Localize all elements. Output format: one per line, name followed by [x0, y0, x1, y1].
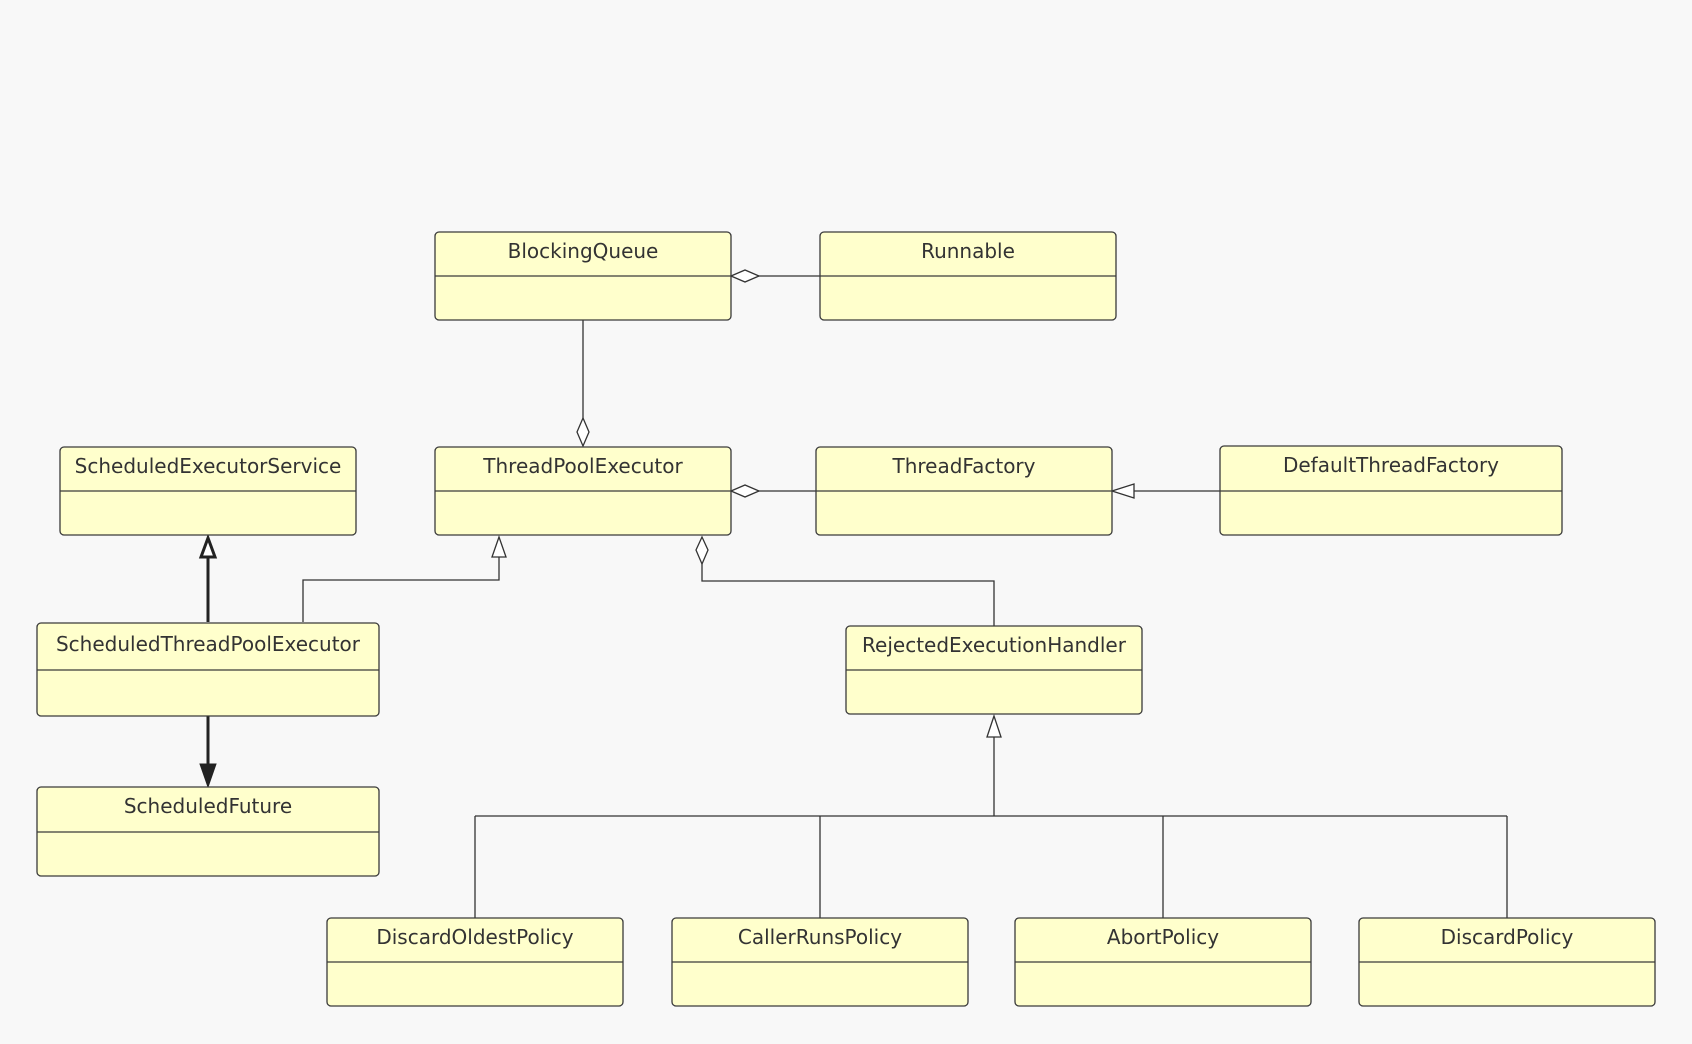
class-default-thread-factory[interactable]: DefaultThreadFactory	[1219, 445, 1563, 536]
edge-policies-rejectedexecutionhandler[interactable]	[474, 713, 1508, 918]
class-caller-runs-policy[interactable]: CallerRunsPolicy	[671, 917, 969, 1007]
class-name-label: ThreadPoolExecutor	[482, 454, 683, 478]
edge-scheduledthreadpoolexecutor-threadpoolexecutor[interactable]	[302, 535, 507, 622]
edge-scheduledthreadpoolexecutor-scheduledexecutorservice[interactable]	[198, 533, 218, 622]
arrow-head	[199, 763, 217, 789]
class-name-label: DefaultThreadFactory	[1283, 453, 1499, 477]
class-name-label: ScheduledFuture	[124, 794, 292, 818]
edge-runnable-blockingqueue[interactable]	[729, 269, 820, 283]
realization-triangle	[198, 533, 218, 559]
edge-threadfactory-threadpoolexecutor[interactable]	[729, 484, 816, 498]
edge-rejectedexecutionhandler-threadpoolexecutor[interactable]	[695, 535, 995, 626]
edge-defaultthreadfactory-threadfactory[interactable]	[1109, 483, 1220, 499]
class-name-label: CallerRunsPolicy	[738, 925, 902, 949]
class-discard-policy[interactable]: DiscardPolicy	[1358, 917, 1656, 1007]
class-name-label: Runnable	[921, 239, 1015, 263]
class-name-label: DiscardPolicy	[1441, 925, 1574, 949]
class-thread-factory[interactable]: ThreadFactory	[815, 446, 1113, 536]
aggregation-diamond	[729, 269, 761, 283]
class-discard-oldest-policy[interactable]: DiscardOldestPolicy	[326, 917, 624, 1007]
aggregation-diamond	[729, 484, 761, 498]
aggregation-diamond	[576, 416, 590, 448]
class-name-label: BlockingQueue	[508, 239, 659, 263]
generalization-triangle	[986, 713, 1002, 738]
class-abort-policy[interactable]: AbortPolicy	[1014, 917, 1312, 1007]
class-scheduled-executor-service[interactable]: ScheduledExecutorService	[59, 446, 357, 536]
class-rejected-execution-handler[interactable]: RejectedExecutionHandler	[845, 625, 1143, 715]
class-name-label: ThreadFactory	[892, 454, 1036, 478]
class-runnable[interactable]: Runnable	[819, 231, 1117, 321]
class-scheduled-future[interactable]: ScheduledFuture	[36, 786, 380, 877]
class-name-label: ScheduledExecutorService	[75, 454, 342, 478]
class-name-label: AbortPolicy	[1107, 925, 1219, 949]
edge-blockingqueue-threadpoolexecutor[interactable]	[576, 320, 590, 448]
class-name-label: ScheduledThreadPoolExecutor	[56, 632, 361, 656]
edge-scheduledthreadpoolexecutor-scheduledfuture[interactable]	[199, 716, 217, 789]
class-blocking-queue[interactable]: BlockingQueue	[434, 231, 732, 321]
aggregation-diamond	[695, 535, 709, 566]
class-name-label: DiscardOldestPolicy	[376, 925, 573, 949]
class-thread-pool-executor[interactable]: ThreadPoolExecutor	[434, 446, 732, 536]
class-name-label: RejectedExecutionHandler	[862, 633, 1127, 657]
generalization-triangle	[491, 535, 507, 558]
class-scheduled-thread-pool-executor[interactable]: ScheduledThreadPoolExecutor	[36, 622, 380, 717]
generalization-triangle	[1109, 483, 1135, 499]
